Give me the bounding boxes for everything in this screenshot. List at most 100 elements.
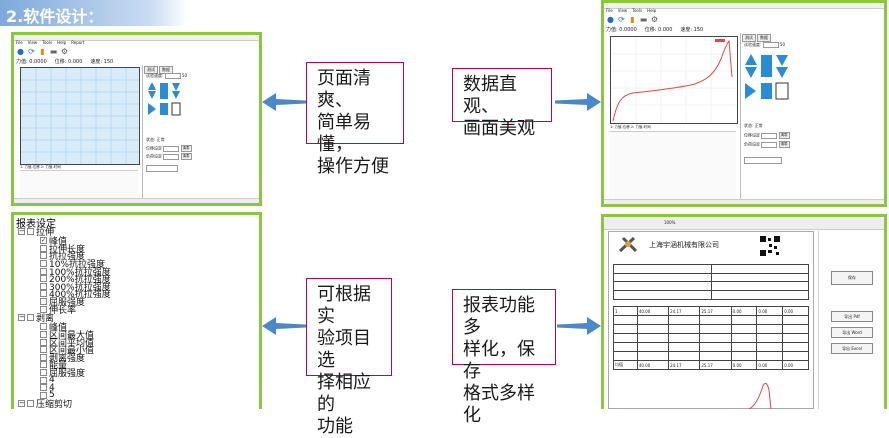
table-cell bbox=[757, 325, 783, 334]
table-cell bbox=[783, 343, 809, 352]
settings-icon[interactable]: ⚙ bbox=[650, 15, 659, 24]
down-fast-icon[interactable] bbox=[172, 91, 180, 99]
load-setting: 负荷设定 清零 bbox=[146, 153, 192, 160]
report-toolbar: 100% bbox=[604, 217, 884, 230]
export-excel-button[interactable]: 导出 Excel bbox=[831, 343, 873, 354]
speed-setting-value: 50 bbox=[780, 42, 785, 47]
zoom-readout[interactable]: 100% bbox=[664, 220, 675, 225]
up-arrow-icon[interactable] bbox=[148, 82, 156, 90]
curve-svg bbox=[611, 37, 737, 123]
menu-file[interactable]: File bbox=[606, 8, 613, 13]
callout-line: 格式多样化 bbox=[463, 383, 545, 427]
tree-checkbox[interactable] bbox=[27, 400, 34, 407]
export-pdf-button[interactable]: 导出 Pdf bbox=[831, 311, 873, 322]
stop-icon[interactable] bbox=[761, 55, 772, 77]
arrow-left-bottom bbox=[262, 317, 306, 335]
status-bar bbox=[14, 198, 259, 203]
tab-data[interactable]: 数据 bbox=[757, 34, 771, 42]
pause-icon[interactable] bbox=[761, 83, 772, 99]
settings-icon[interactable]: ⚙ bbox=[60, 47, 69, 56]
print-icon[interactable]: ▬ bbox=[639, 15, 648, 24]
forward-icon[interactable] bbox=[745, 83, 756, 99]
up-fast-icon[interactable] bbox=[745, 67, 757, 78]
down-arrow-icon[interactable] bbox=[172, 83, 180, 91]
menu-file[interactable]: File bbox=[16, 40, 23, 45]
up-arrow-icon[interactable] bbox=[745, 54, 757, 65]
disp-clear-button[interactable]: 清零 bbox=[779, 132, 790, 139]
menu-help[interactable]: Help bbox=[57, 40, 66, 45]
forward-icon[interactable] bbox=[148, 103, 156, 115]
export-word-button[interactable]: 导出 Word bbox=[831, 327, 873, 338]
save-icon[interactable] bbox=[776, 83, 788, 99]
table-cell: 0.00 bbox=[783, 307, 809, 316]
table-cell: 25.17 bbox=[700, 361, 731, 370]
menu-help[interactable]: Help bbox=[647, 8, 656, 13]
file-icon[interactable]: ▮ bbox=[628, 15, 637, 24]
load-setting-label: 负荷设定 bbox=[146, 154, 162, 159]
disp-clear-button[interactable]: 清零 bbox=[181, 145, 192, 152]
down-arrow-icon[interactable] bbox=[776, 55, 788, 66]
force-readout: 力值: 0.0000 bbox=[16, 58, 47, 64]
load-input[interactable] bbox=[761, 142, 777, 148]
save-report-button[interactable]: 保存 bbox=[831, 271, 873, 285]
table-cell bbox=[637, 334, 668, 343]
play-icon[interactable]: ● bbox=[606, 15, 615, 24]
collapse-icon[interactable]: − bbox=[18, 314, 25, 321]
plot-area[interactable] bbox=[20, 67, 140, 165]
data-grid[interactable] bbox=[610, 131, 736, 202]
mode-select[interactable] bbox=[146, 165, 178, 172]
menu-view[interactable]: View bbox=[28, 40, 38, 45]
menu-report[interactable]: Report bbox=[71, 40, 84, 45]
up-fast-icon[interactable] bbox=[148, 91, 156, 99]
table-cell bbox=[757, 352, 783, 361]
load-input[interactable] bbox=[163, 154, 179, 160]
speed-input[interactable] bbox=[165, 73, 181, 79]
disp-input[interactable] bbox=[163, 146, 179, 152]
refresh-icon[interactable]: ⟳ bbox=[27, 47, 36, 56]
pause-icon[interactable] bbox=[160, 103, 168, 115]
menu-view[interactable]: View bbox=[618, 8, 628, 13]
control-buttons bbox=[147, 81, 183, 121]
load-clear-button[interactable]: 清零 bbox=[779, 141, 790, 148]
play-icon[interactable]: ● bbox=[16, 47, 25, 56]
print-icon[interactable]: ▬ bbox=[49, 47, 58, 56]
legend-swatch bbox=[715, 39, 725, 42]
table-cell bbox=[614, 334, 638, 343]
mode-select[interactable] bbox=[744, 157, 782, 164]
refresh-icon[interactable]: ⟳ bbox=[617, 15, 626, 24]
readout-row: 力值: 0.0000 位移: 0.000 速度: 150 bbox=[606, 26, 703, 32]
disp-input[interactable] bbox=[761, 133, 777, 139]
report-side-panel: 保存 导出 Pdf 导出 Word 导出 Excel bbox=[818, 231, 884, 409]
state-line: 状态: 正常 bbox=[146, 137, 165, 143]
callout-line: 样化，保存 bbox=[463, 339, 545, 383]
callout-line: 功能 bbox=[317, 416, 381, 438]
status-bar bbox=[604, 199, 884, 204]
file-icon[interactable]: ▮ bbox=[38, 47, 47, 56]
table-cell: 0.00 bbox=[731, 361, 757, 370]
tab-test[interactable]: 测试 bbox=[742, 34, 756, 42]
load-setting: 负荷设定 清零 bbox=[744, 141, 790, 148]
tree-checkbox[interactable] bbox=[27, 228, 34, 235]
table-row bbox=[614, 334, 809, 343]
collapse-icon[interactable]: − bbox=[18, 228, 25, 235]
menu-tools[interactable]: Tools bbox=[632, 8, 642, 13]
table-cell bbox=[637, 316, 668, 325]
table-cell: 25.17 bbox=[700, 307, 731, 316]
menu-tools[interactable]: Tools bbox=[42, 40, 52, 45]
load-clear-button[interactable]: 清零 bbox=[181, 153, 192, 160]
tree-checkbox[interactable] bbox=[27, 314, 34, 321]
save-icon[interactable] bbox=[172, 103, 180, 115]
stop-icon[interactable] bbox=[160, 83, 168, 99]
down-fast-icon[interactable] bbox=[776, 67, 788, 78]
company-name: 上海宇涵机械有限公司 bbox=[649, 240, 719, 250]
table-cell bbox=[700, 352, 731, 361]
load-setting-label: 负荷设定 bbox=[744, 142, 760, 147]
data-grid[interactable] bbox=[20, 170, 138, 201]
table-cell: 0.00 bbox=[731, 307, 757, 316]
plot-legend: 1: 力值-位移 2: 力值-时间 bbox=[610, 125, 651, 130]
collapse-icon[interactable]: − bbox=[18, 400, 25, 407]
speed-input[interactable] bbox=[763, 42, 779, 48]
curve-plot[interactable] bbox=[610, 36, 738, 124]
table-cell bbox=[757, 334, 783, 343]
